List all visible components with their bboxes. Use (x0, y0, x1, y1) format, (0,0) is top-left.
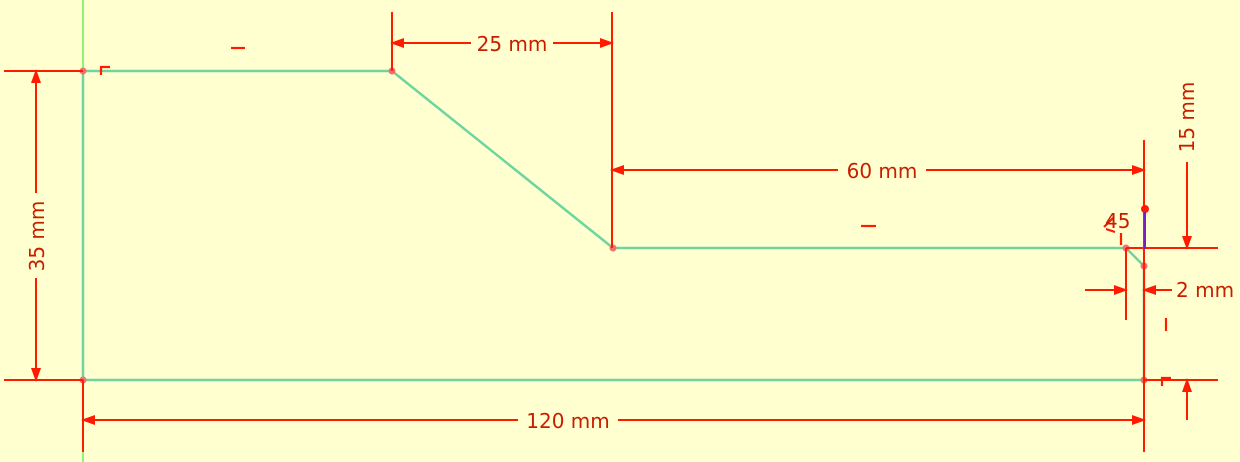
dimension-chamfer-angle[interactable]: 45 (1105, 205, 1149, 249)
perpendicular-constraint-bottom-right[interactable] (1160, 376, 1171, 386)
dimension-chamfer-angle-label: 45 (1105, 209, 1130, 233)
dimension-chamfer-width-label: 2 mm (1176, 278, 1234, 302)
dimension-chamfer-width[interactable]: 2 mm (1085, 278, 1234, 302)
constraint-symbols (99, 46, 1171, 386)
vertex-points (79, 67, 1148, 384)
sketch-profile[interactable] (81, 69, 1146, 382)
dimension-overall-height-label: 35 mm (25, 201, 49, 272)
extension-lines (4, 12, 1218, 452)
angle-marker-icon (1141, 205, 1149, 213)
dimension-overall-length[interactable]: 120 mm (81, 409, 1146, 433)
dimension-lower-flat[interactable]: 60 mm (610, 159, 1146, 183)
dimension-overall-height[interactable]: 35 mm (25, 69, 49, 382)
dimension-step-height[interactable]: 15 mm (1175, 82, 1199, 420)
dimension-lower-flat-label: 60 mm (847, 159, 918, 183)
perpendicular-constraint-top-left[interactable] (99, 65, 110, 75)
angle-arc-icon (1103, 217, 1116, 234)
dimension-step-height-label: 15 mm (1175, 82, 1199, 153)
dimension-overall-length-label: 120 mm (526, 409, 610, 433)
dimension-top-chamfer[interactable]: 25 mm (390, 32, 614, 56)
dimension-top-chamfer-label: 25 mm (477, 32, 548, 56)
